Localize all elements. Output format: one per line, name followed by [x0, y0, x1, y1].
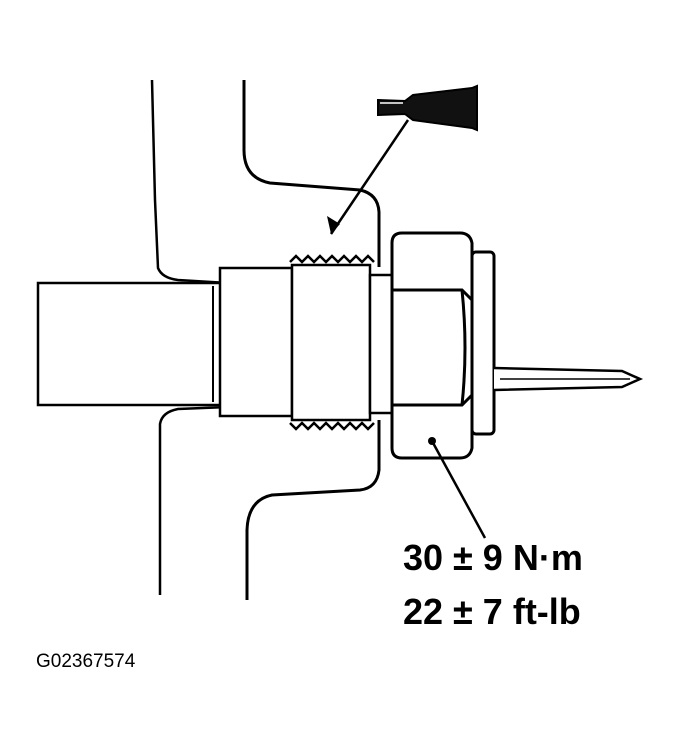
terminal-flange [470, 250, 496, 436]
torque-spec-metric: 30 ± 9 N·m [403, 537, 583, 578]
torque-leader-line [430, 440, 487, 539]
torque-spec-imperial: 22 ± 7 ft-lb [403, 591, 581, 632]
hex-nut [390, 231, 474, 460]
sealant-leader-arrowhead [327, 216, 340, 234]
sealant-leader-line [329, 119, 410, 235]
sensor-collar [368, 273, 394, 415]
figure-id-label: G02367574 [36, 651, 136, 672]
sensor-shoulder [218, 266, 294, 418]
threaded-section [289, 254, 375, 431]
housing-wall-left [150, 79, 229, 595]
sensor-body [36, 281, 225, 407]
housing-boss-wall [242, 80, 381, 600]
sealant-tube-icon [377, 84, 478, 132]
